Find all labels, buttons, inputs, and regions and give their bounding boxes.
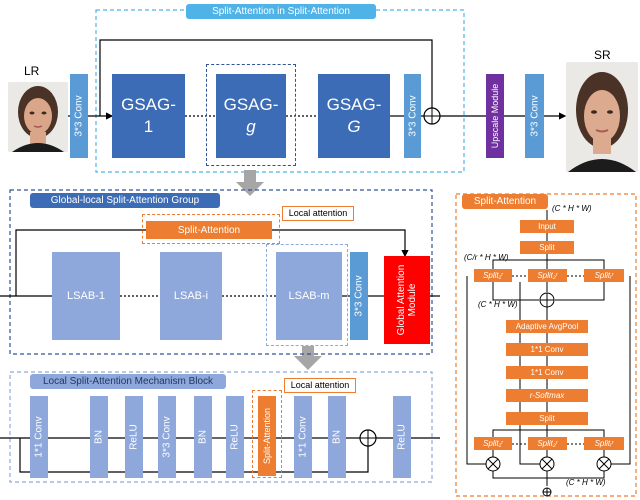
conv-in-label: 3*3 Conv [73, 95, 85, 137]
block-bn2-label: BN [197, 430, 209, 444]
conv-final-block: 3*3 Conv [525, 74, 544, 158]
sa-split2-block: Split [506, 412, 588, 425]
block-split-attention-label: Split-Attention [262, 407, 272, 465]
gsag-g-line1: GSAG- [223, 95, 279, 114]
block-bn1-label: BN [93, 430, 105, 444]
block-local-attention-frame [252, 390, 282, 478]
sa-dim-bottom: (C * H * W) [566, 478, 606, 487]
sa-conv1-block: 1*1 Conv [506, 343, 588, 356]
sa-dim-split: (C/r * H * W) [464, 253, 509, 262]
block-relu1-label: ReLU [128, 424, 140, 450]
gsag-g-highlight [206, 64, 296, 166]
block-section-title: Local Split-Attention Mechanism Block [30, 374, 226, 389]
lr-label: LR [24, 64, 40, 78]
sr-label: SR [594, 48, 611, 62]
gsag-1-line1: GSAG- [121, 95, 176, 114]
sa-section-title: Split-Attention [462, 194, 548, 209]
conv-in-block: 3*3 Conv [70, 74, 88, 158]
block-relu2-block: ReLU [226, 396, 244, 478]
sa-conv2-block: 1*1 Conv [506, 366, 588, 379]
sa-split-top-r: Splitᵣʳ [584, 269, 624, 282]
block-conv1-block: 1*1 Conv [30, 396, 48, 478]
gsag-g-block: GSAG- g [216, 74, 286, 158]
group-section-title: Global-local Split-Attention Group [30, 193, 220, 208]
gsag-1-block: GSAG- 1 [112, 74, 185, 158]
gsag-G-block: GSAG- G [318, 74, 390, 158]
group-conv-label: 3*3 Conv [353, 275, 365, 317]
block-local-attention-label: Local attention [284, 378, 356, 393]
sa-dim-top: (C * H * W) [552, 204, 592, 213]
block-conv3-block: 3*3 Conv [158, 396, 176, 478]
block-split-attention-block: Split-Attention [258, 396, 276, 476]
block-conv3-label: 3*3 Conv [161, 416, 173, 458]
lsab-1-block: LSAB-1 [52, 252, 120, 340]
sa-split-bottom-r: Splitᵣʳ [584, 437, 624, 450]
global-attention-module-label: Global Attention Module [396, 264, 418, 336]
lsab-m-highlight [266, 244, 348, 346]
block-bn3-block: BN [328, 396, 346, 478]
top-section-title: Split-Attention in Split-Attention [186, 4, 376, 19]
conv-out-block: 3*3 Conv [404, 74, 421, 158]
lsab-m-block: LSAB-m [276, 252, 342, 340]
gsag-g-line2: g [246, 117, 256, 136]
block-relu2-label: ReLU [229, 424, 241, 450]
sr-face-image [566, 62, 638, 172]
block-conv1-label: 1*1 Conv [33, 416, 45, 458]
sa-split-top-2: Split₂ʳ [528, 269, 567, 282]
sa-split-bottom-2: Split₂ʳ [528, 437, 567, 450]
gsag-G-line2: G [347, 117, 361, 136]
sa-input-block: Input [520, 220, 574, 233]
gsag-G-line1: GSAG- [326, 95, 382, 114]
conv-final-label: 3*3 Conv [529, 95, 540, 137]
group-local-attention-frame [142, 214, 280, 244]
sa-dim-mid: (C * H * W) [478, 300, 518, 309]
sa-split-top-1: Split₁ʳ [474, 269, 512, 282]
sa-split1-block: Split [520, 241, 574, 254]
group-local-attention-label: Local attention [282, 206, 354, 221]
block-relu3-block: ReLU [393, 396, 411, 478]
block-bn3-label: BN [331, 430, 343, 444]
group-conv-block: 3*3 Conv [350, 252, 368, 340]
block-relu1-block: ReLU [125, 396, 143, 478]
lsab-i-block: LSAB-i [160, 252, 222, 340]
sa-avgpool-block: Adaptive AvgPool [506, 320, 588, 333]
block-conv1b-block: 1*1 Conv [294, 396, 312, 478]
upscale-module-block: Upscale Module [486, 74, 504, 158]
block-relu3-label: ReLU [396, 424, 408, 450]
sa-softmax-block: r-Softmax [506, 389, 588, 402]
block-conv1b-label: 1*1 Conv [297, 416, 309, 458]
gsag-1-line2: 1 [143, 117, 154, 136]
upscale-module-label: Upscale Module [490, 83, 500, 149]
lr-face-image [8, 82, 68, 152]
sa-split-bottom-1: Split₁ʳ [474, 437, 512, 450]
block-bn1-block: BN [90, 396, 108, 478]
global-attention-module-block: Global Attention Module [384, 256, 430, 344]
conv-out-label: 3*3 Conv [407, 95, 418, 137]
group-split-attention-block: Split-Attention [146, 221, 272, 239]
block-bn2-block: BN [194, 396, 212, 478]
